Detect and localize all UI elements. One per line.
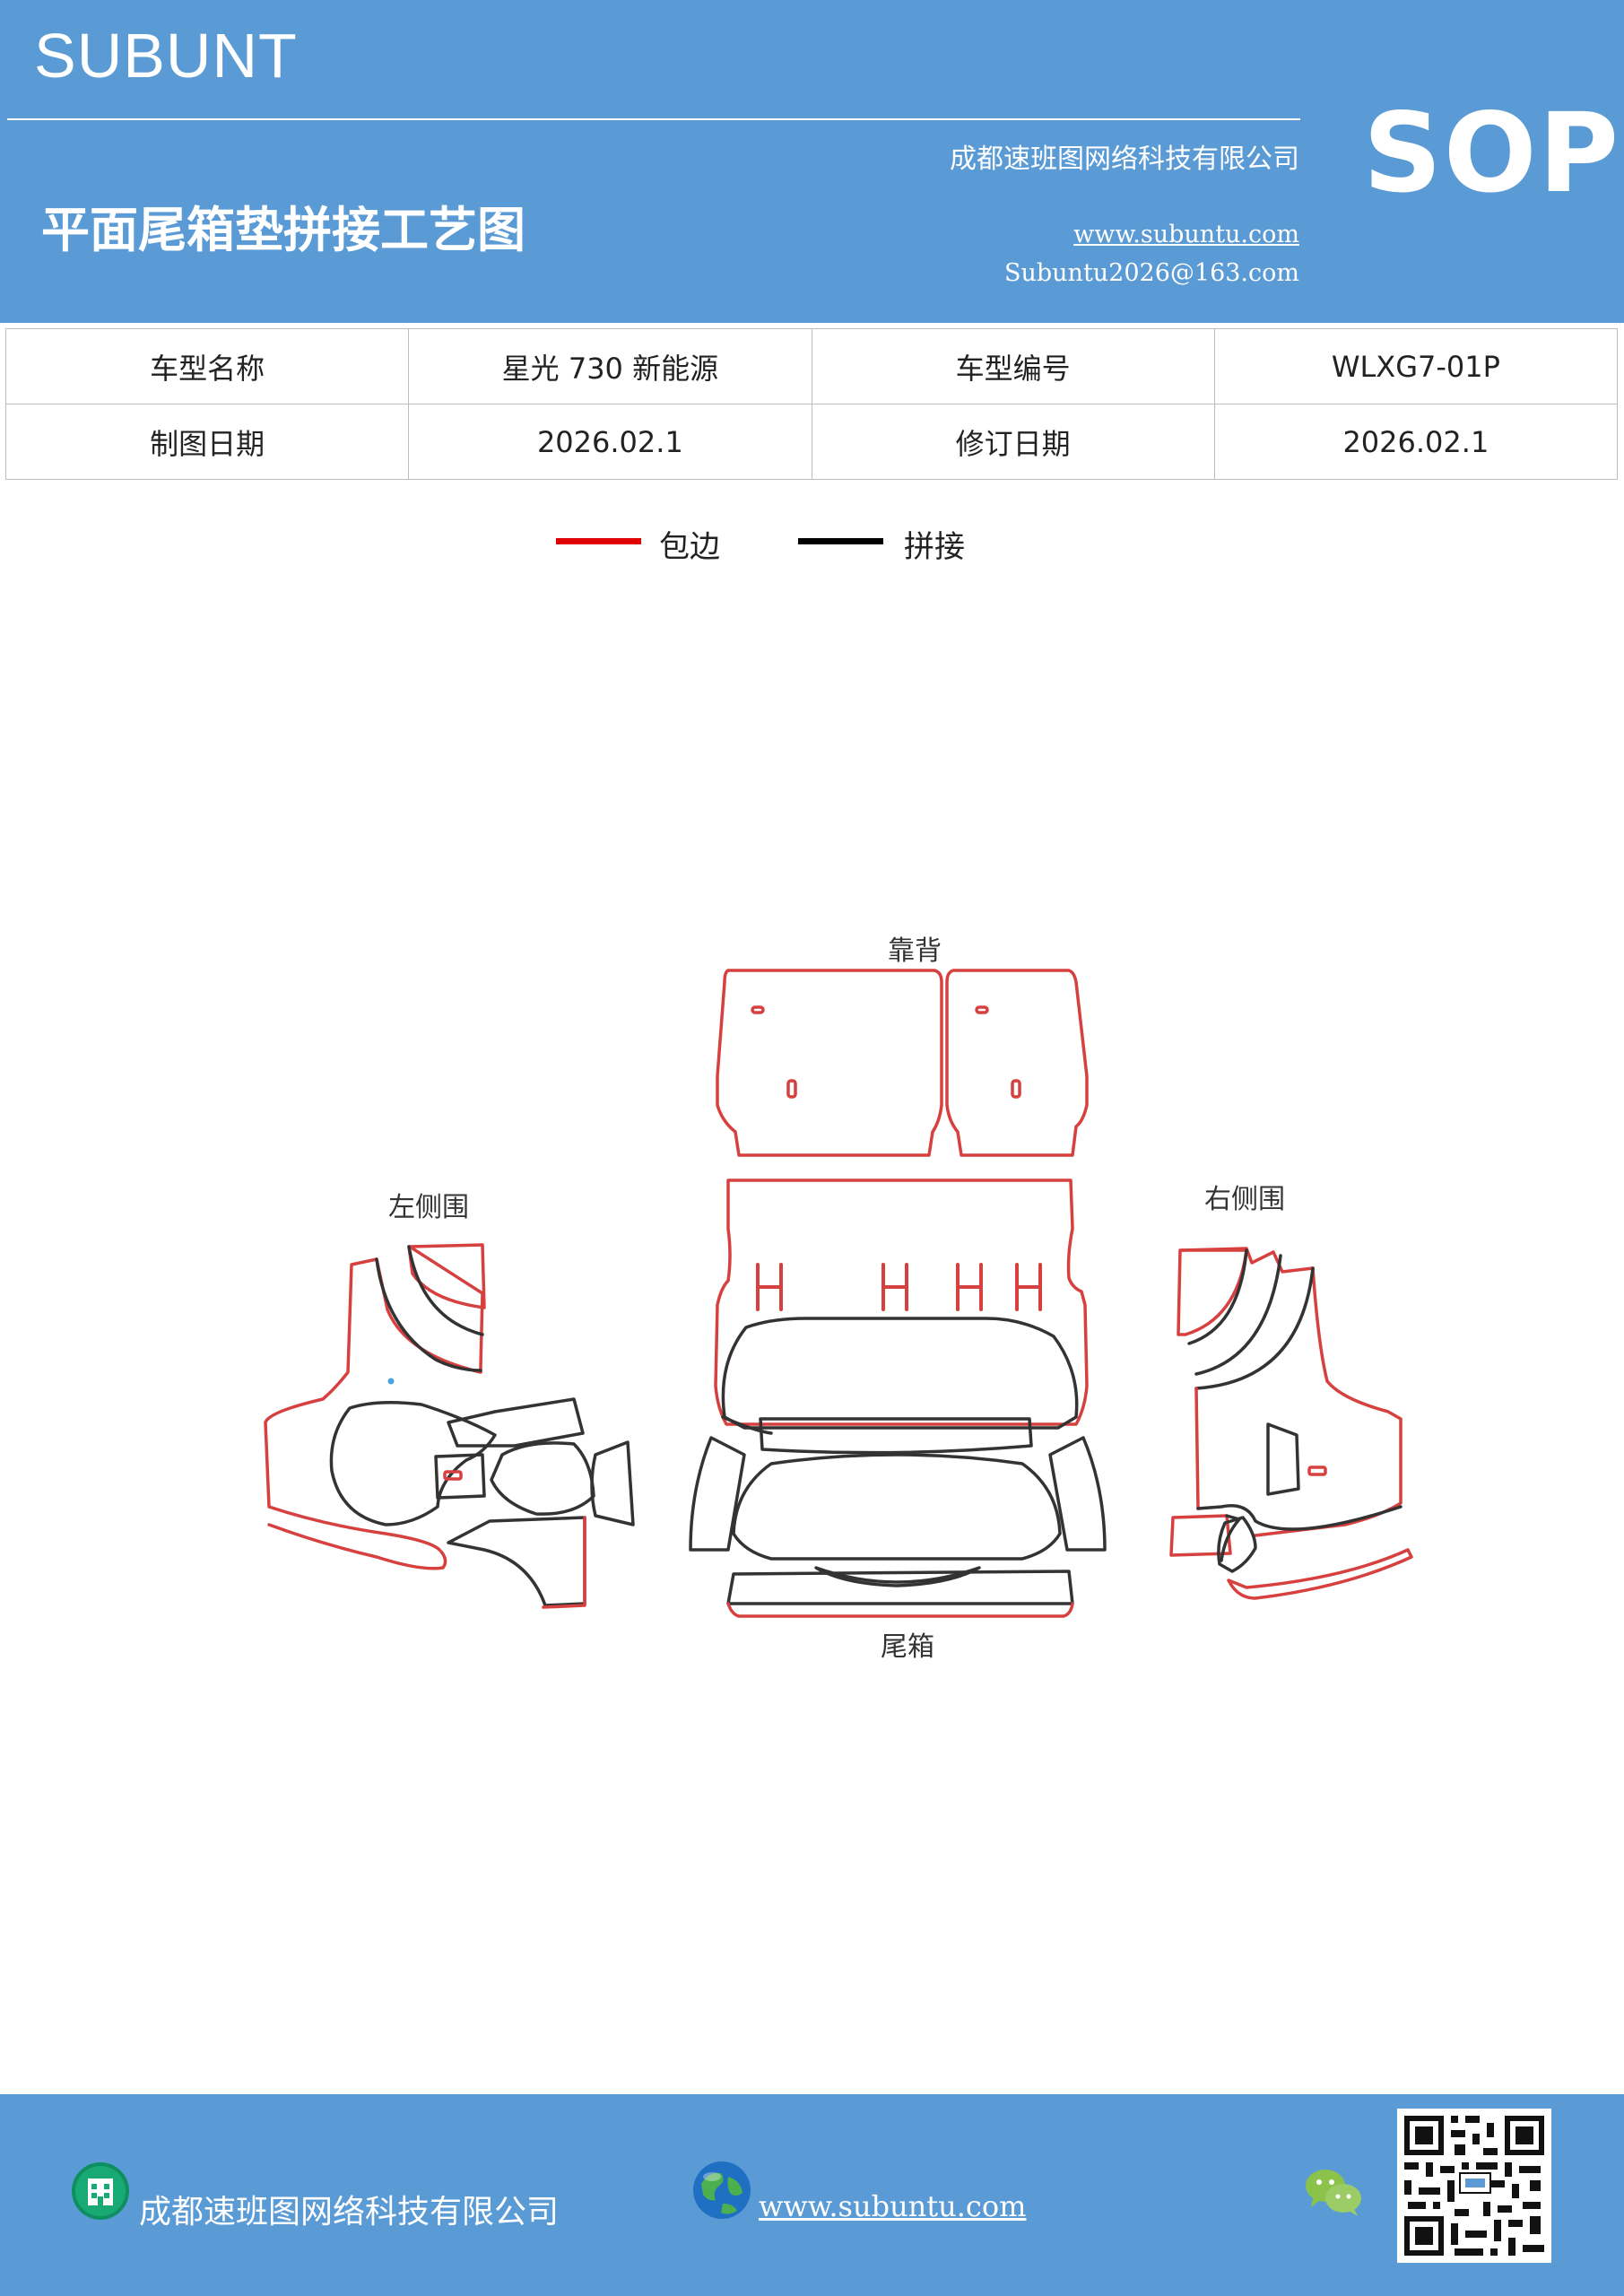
value-model-name: 星光 730 新能源 xyxy=(408,328,812,404)
left-bracket-box xyxy=(434,1453,486,1500)
legend-edge-swatch xyxy=(556,538,641,544)
label-trunk: 尾箱 xyxy=(881,1631,934,1663)
left-side-seam-1 xyxy=(375,1257,482,1372)
right-side-bottom-seam xyxy=(1196,1504,1403,1531)
brand-name: SUBUNT xyxy=(34,21,298,91)
left-bracket-end xyxy=(590,1440,635,1526)
left-bracket-edge xyxy=(542,1516,586,1609)
page-title: 平面尾箱垫拼接工艺图 xyxy=(41,202,525,258)
footer-company: 成都速班图网络科技有限公司 xyxy=(139,2194,560,2231)
left-bracket-top xyxy=(447,1397,585,1448)
header-banner: SUBUNT SOP 平面尾箱垫拼接工艺图 成都速班图网络科技有限公司 www.… xyxy=(0,0,1624,323)
footer-url-link[interactable]: www.subuntu.com xyxy=(759,2189,1027,2223)
wechat-icon[interactable] xyxy=(1302,2164,1365,2220)
header-company: 成都速班图网络科技有限公司 xyxy=(950,144,1299,175)
h-marker xyxy=(756,1263,783,1311)
h-marker xyxy=(956,1263,983,1311)
right-side-bottom-block xyxy=(1217,1516,1257,1573)
left-side-panel xyxy=(264,1243,635,1609)
legend-seam-label: 拼接 xyxy=(904,529,965,565)
header-divider xyxy=(7,118,1300,120)
left-side-seam-2 xyxy=(407,1245,484,1336)
right-side-bottom-strip xyxy=(1227,1548,1413,1600)
footer-banner: 成都速班图网络科技有限公司 www.subuntu.com xyxy=(0,2094,1624,2296)
legend-edge-label: 包边 xyxy=(659,529,720,565)
right-side-window xyxy=(1266,1422,1300,1496)
trunk-tub xyxy=(732,1453,1062,1561)
vehicle-info-table: 车型名称 星光 730 新能源 车型编号 WLXG7-01P 制图日期 2026… xyxy=(4,328,1619,480)
backrest-slot xyxy=(786,1079,797,1099)
backrest-slot xyxy=(1011,1079,1021,1099)
left-side-bottom-strip xyxy=(267,1523,447,1570)
trunk-mid-panel xyxy=(759,1417,1033,1455)
value-model-code: WLXG7-01P xyxy=(1213,328,1619,404)
globe-icon xyxy=(693,2161,751,2219)
right-side-main xyxy=(1194,1387,1200,1510)
label-draw-date: 制图日期 xyxy=(4,404,410,480)
table-row: 车型名称 星光 730 新能源 车型编号 WLXG7-01P xyxy=(4,328,1619,404)
backrest-slot xyxy=(975,1005,989,1014)
trunk-left-wedge xyxy=(689,1436,746,1552)
right-side-seam-2 xyxy=(1194,1254,1282,1376)
left-bracket-slot xyxy=(443,1470,463,1481)
right-side-seam-3 xyxy=(1194,1266,1315,1390)
building-icon xyxy=(72,2162,129,2220)
trunk-bumper-strip xyxy=(726,1570,1074,1605)
table-row: 制图日期 2026.02.1 修订日期 2026.02.1 xyxy=(4,404,1619,480)
left-side-dot xyxy=(387,1378,395,1385)
right-side-foot xyxy=(1169,1514,1232,1557)
trunk-upper-seam xyxy=(721,1415,773,1435)
sop-badge: SOP xyxy=(1363,90,1620,217)
value-draw-date: 2026.02.1 xyxy=(408,404,812,480)
label-right-side: 右侧围 xyxy=(1204,1184,1285,1215)
left-bracket-center xyxy=(490,1441,595,1516)
backrest-slot xyxy=(751,1005,765,1014)
trunk-right-wedge xyxy=(1048,1436,1107,1552)
label-model-code: 车型编号 xyxy=(811,328,1215,404)
trunk-floor xyxy=(689,1178,1107,1618)
header-email[interactable]: Subuntu2026@163.com xyxy=(1004,259,1299,287)
label-backrest: 靠背 xyxy=(888,935,942,967)
left-side-top-flap xyxy=(407,1243,486,1309)
left-side-main-seam xyxy=(329,1401,497,1526)
right-side-panel xyxy=(1169,1247,1413,1600)
left-side-outer xyxy=(264,1247,484,1552)
right-side-seam-1 xyxy=(1187,1248,1248,1345)
value-revise-date: 2026.02.1 xyxy=(1213,404,1619,480)
label-revise-date: 修订日期 xyxy=(811,404,1215,480)
backrest-panels xyxy=(716,969,1089,1157)
backrest-left-panel xyxy=(716,969,943,1157)
right-side-outer xyxy=(1180,1247,1403,1537)
trunk-floor-inner-seam xyxy=(721,1317,1079,1430)
label-model-name: 车型名称 xyxy=(4,328,410,404)
trunk-bumper-edge xyxy=(726,1602,1074,1618)
trunk-lip xyxy=(814,1566,981,1587)
trunk-floor-outer xyxy=(714,1178,1089,1426)
h-marker xyxy=(1015,1263,1042,1311)
qr-code[interactable] xyxy=(1397,2109,1551,2263)
left-bracket-lower xyxy=(447,1516,586,1607)
backrest-right-panel xyxy=(945,969,1089,1157)
right-side-slot xyxy=(1307,1465,1327,1476)
legend-seam-swatch xyxy=(798,538,883,544)
label-left-side: 左侧围 xyxy=(388,1192,469,1223)
header-url-link[interactable]: www.subuntu.com xyxy=(1073,221,1299,248)
h-marker xyxy=(881,1263,908,1311)
